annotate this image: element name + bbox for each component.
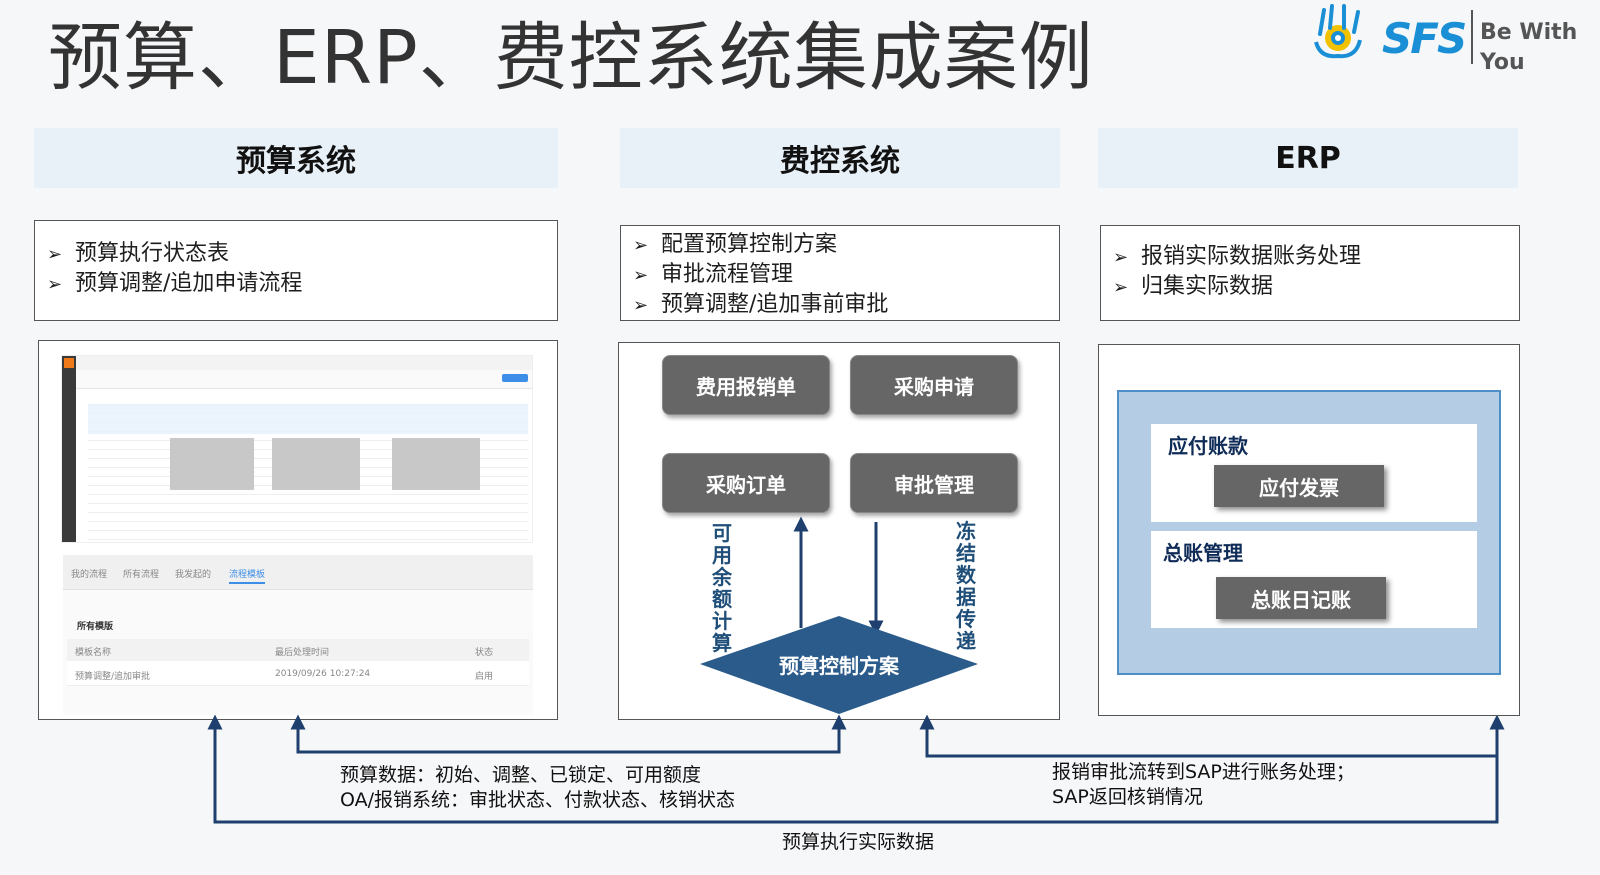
erp-budget-connector: [207, 714, 1499, 824]
left-caption-line1: 预算数据：初始、调整、已锁定、可用额度: [340, 764, 702, 786]
tab-flow-templates[interactable]: 流程模板: [229, 567, 266, 584]
logo-slogan-line1: Be With: [1480, 20, 1578, 45]
workflow-tabbar: [63, 555, 533, 590]
company-logo: [1314, 4, 1592, 84]
freeze-data-label: 冻结数据传递: [956, 519, 976, 653]
column-status: 状态: [475, 648, 494, 658]
left-caption-line2: OA/报销系统：审批状态、付款状态、核销状态: [340, 789, 736, 811]
expense-report-button[interactable]: 费用报销单: [662, 355, 830, 415]
gl-journal-button[interactable]: 总账日记账: [1216, 577, 1386, 619]
list-item: ➢ 归集实际数据: [1113, 272, 1519, 302]
logo-divider: [1471, 10, 1473, 64]
right-caption-line1: 报销审批流转到SAP进行账务处理；: [1052, 761, 1355, 783]
erp-header: ERP: [1098, 128, 1518, 188]
budget-expense-connector: [290, 714, 847, 754]
arrow-bullet-icon: ➢: [47, 274, 63, 295]
available-balance-label: 可用余额计算: [712, 521, 732, 655]
list-item-text: 预算执行状态表: [75, 241, 230, 266]
column-last-processed: 最后处理时间: [275, 648, 330, 658]
logo-slogan-line2: You: [1480, 50, 1525, 75]
budget-control-diamond: [700, 616, 978, 714]
list-item: ➢ 预算调整/追加申请流程: [47, 269, 557, 299]
table-row[interactable]: [67, 661, 529, 686]
purchase-request-button[interactable]: 采购申请: [850, 355, 1018, 415]
table-header-row: [67, 639, 529, 661]
arrow-bullet-icon: ➢: [633, 235, 649, 256]
list-item: ➢ 配置预算控制方案: [633, 230, 1059, 260]
budget-header: 预算系统: [34, 128, 558, 188]
row-template-name: 预算调整/追加审批: [75, 672, 151, 682]
list-item-text: 预算调整/追加申请流程: [75, 271, 303, 296]
list-item: ➢ 预算调整/追加事前审批: [633, 290, 1059, 320]
ap-group-label: 应付账款: [1168, 434, 1248, 458]
column-template-name: 模板名称: [75, 648, 112, 658]
ap-invoice-button[interactable]: 应付发票: [1214, 465, 1384, 507]
arrow-bullet-icon: ➢: [47, 244, 63, 265]
expense-erp-connector: [919, 714, 1505, 758]
app-logo-icon: [64, 358, 74, 368]
arrow-bullet-icon: ➢: [1113, 277, 1129, 298]
expense-feature-list: ➢ 配置预算控制方案 ➢ 审批流程管理 ➢ 预算调整/追加事前审批: [620, 225, 1060, 321]
list-item-text: 归集实际数据: [1141, 274, 1274, 299]
erp-feature-list: ➢ 报销实际数据账务处理 ➢ 归集实际数据: [1100, 225, 1520, 321]
budget-feature-list: ➢ 预算执行状态表 ➢ 预算调整/追加申请流程: [34, 220, 558, 321]
hand-eye-icon: [1314, 4, 1362, 59]
spreadsheet-titlebar: [76, 356, 532, 370]
page-title: 预算、ERP、费控系统集成案例: [48, 15, 1094, 101]
arrow-bullet-icon: ➢: [1113, 247, 1129, 268]
list-item-text: 配置预算控制方案: [661, 232, 838, 257]
logo-slogan: Be With You: [1480, 18, 1590, 78]
list-item: ➢ 审批流程管理: [633, 260, 1059, 290]
spreadsheet-gray-block: [170, 438, 254, 490]
list-item-text: 报销实际数据账务处理: [1141, 244, 1362, 269]
spreadsheet-toolbar: [76, 370, 532, 389]
workflow-screenshot: 我的流程 所有流程 我发起的 流程模板 所有模版 模板名称 最后处理时间 状态 …: [63, 555, 533, 715]
diamond-label: 预算控制方案: [779, 654, 899, 678]
left-caption: 预算数据：初始、调整、已锁定、可用额度 OA/报销系统：审批状态、付款状态、核销…: [340, 763, 735, 813]
budget-panel: 我的流程 所有流程 我发起的 流程模板 所有模版 模板名称 最后处理时间 状态 …: [38, 340, 558, 720]
list-item-text: 预算调整/追加事前审批: [661, 292, 889, 317]
spreadsheet-sidebar: [62, 356, 76, 542]
spreadsheet-screenshot: [61, 355, 533, 543]
logo-brand: SFS: [1382, 14, 1467, 63]
expense-header: 费控系统: [620, 128, 1060, 188]
tab-all-flows[interactable]: 所有流程: [123, 570, 160, 580]
spreadsheet-action-button[interactable]: [502, 374, 528, 382]
row-last-processed: 2019/09/26 10:27:24: [275, 669, 371, 679]
arrow-bullet-icon: ➢: [633, 265, 649, 286]
list-item: ➢ 预算执行状态表: [47, 239, 557, 269]
spreadsheet-gray-block: [392, 438, 480, 490]
right-caption: 报销审批流转到SAP进行账务处理； SAP返回核销情况: [1052, 760, 1355, 810]
approval-management-button[interactable]: 审批管理: [850, 453, 1018, 513]
list-item: ➢ 报销实际数据账务处理: [1113, 242, 1519, 272]
purchase-order-button[interactable]: 采购订单: [662, 453, 830, 513]
right-caption-line2: SAP返回核销情况: [1052, 786, 1203, 808]
gl-group-label: 总账管理: [1163, 541, 1243, 565]
spreadsheet-header-band: [88, 404, 528, 434]
tab-initiated[interactable]: 我发起的: [175, 570, 212, 580]
tab-my-flows[interactable]: 我的流程: [71, 570, 108, 580]
section-title: 所有模版: [77, 622, 114, 632]
spreadsheet-gray-block: [272, 438, 360, 490]
row-status: 启用: [475, 672, 494, 682]
arrow-bullet-icon: ➢: [633, 295, 649, 316]
bottom-caption: 预算执行实际数据: [782, 831, 935, 853]
list-item-text: 审批流程管理: [661, 262, 794, 287]
